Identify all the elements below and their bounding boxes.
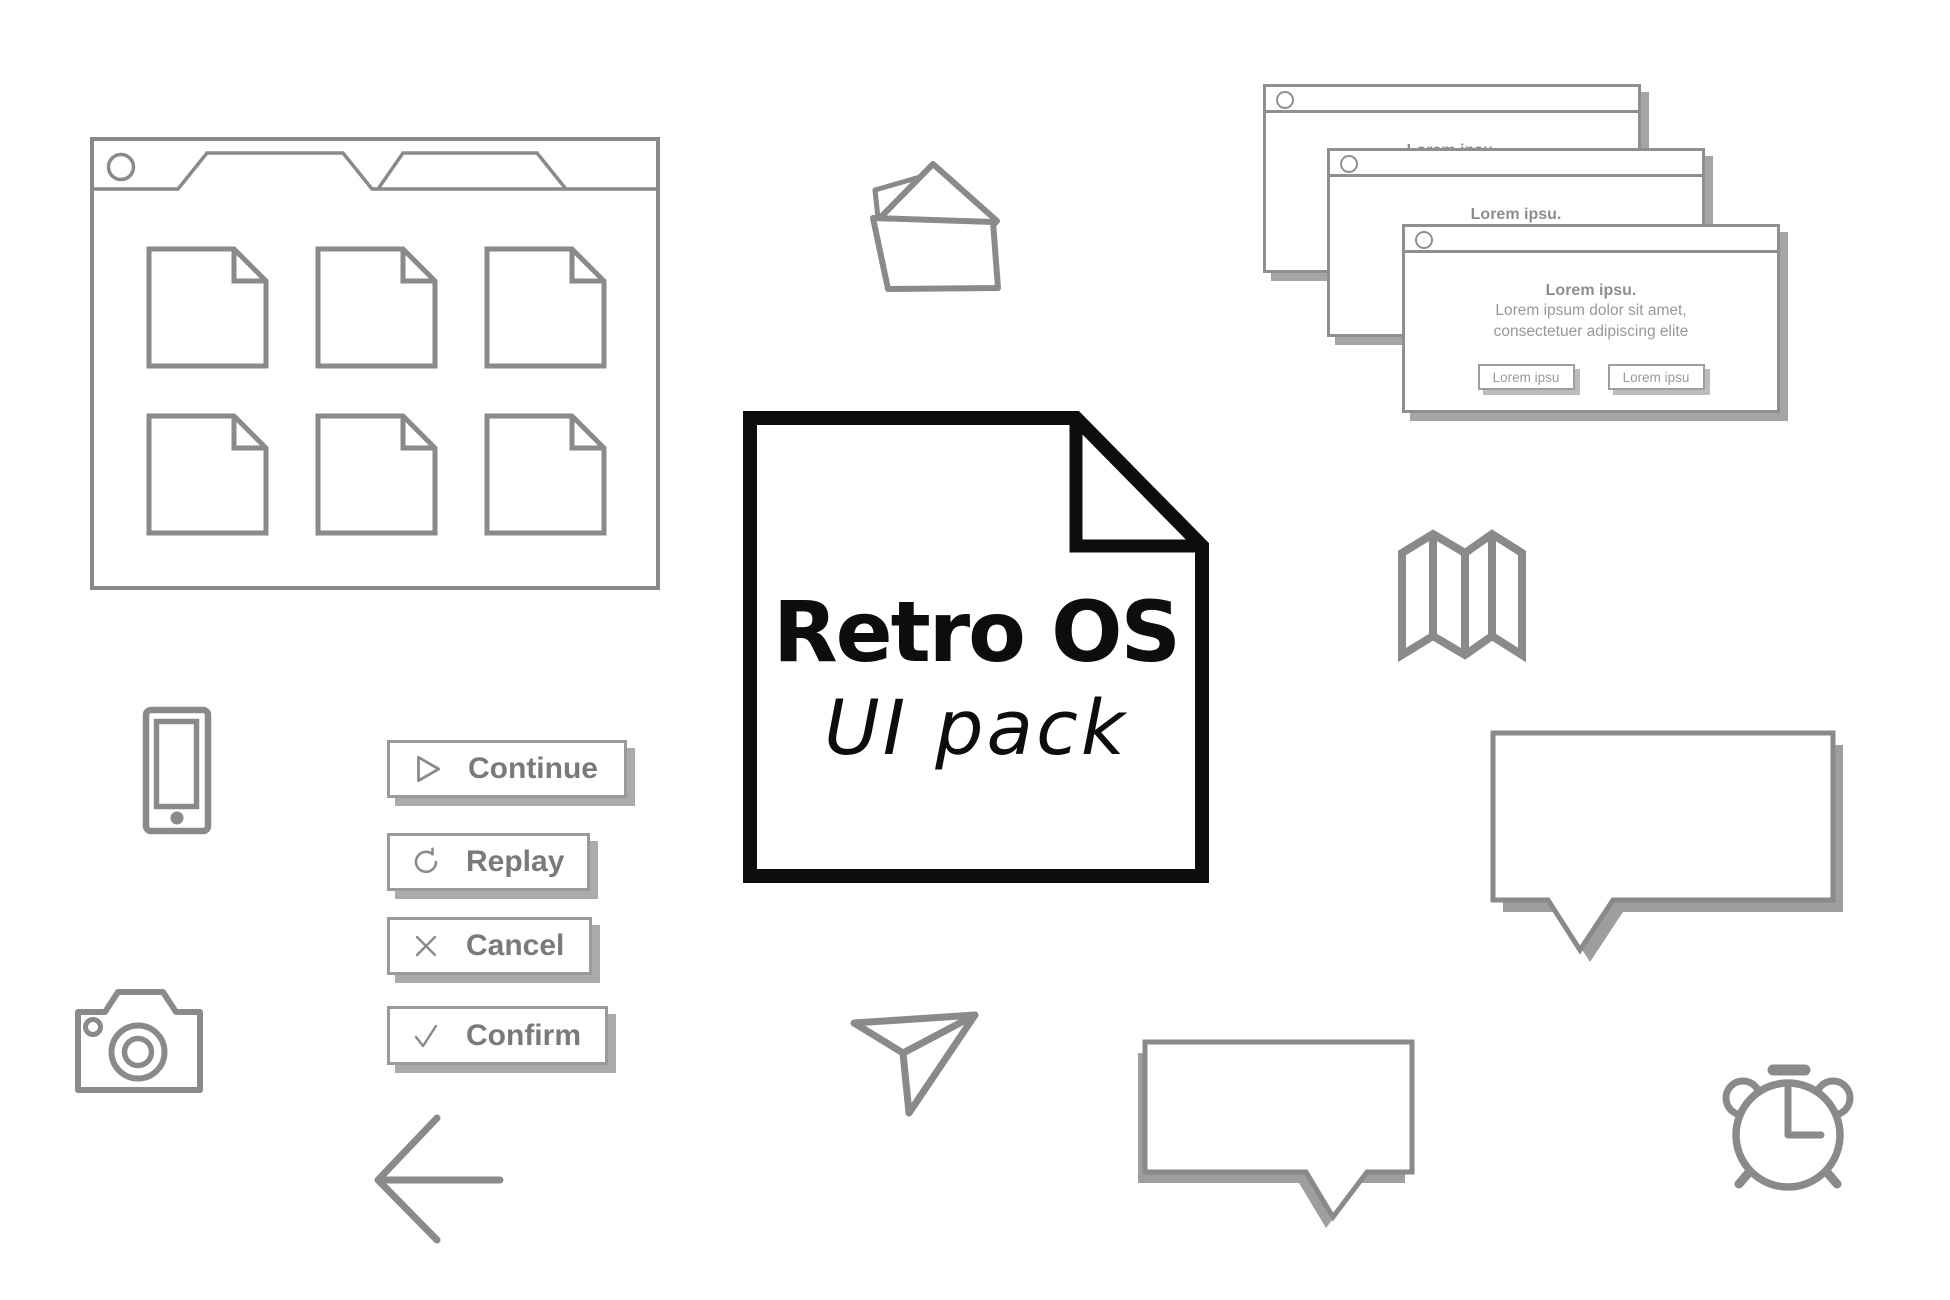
window-titlebar[interactable] (94, 141, 656, 201)
button-label: Replay (466, 845, 565, 878)
speech-bubble-icon (1490, 730, 1843, 962)
document-icon[interactable] (145, 412, 270, 537)
lens-icon (108, 1022, 168, 1082)
file-browser-window (90, 137, 660, 590)
big-document-icon (743, 411, 1209, 883)
paper-plane-icon (850, 1011, 979, 1117)
document-icon[interactable] (483, 412, 608, 537)
document-icon[interactable] (483, 245, 608, 370)
dialog-titlebar[interactable] (1405, 227, 1777, 253)
document-icon[interactable] (314, 412, 439, 537)
dialog-titlebar[interactable] (1330, 151, 1702, 177)
dialog-button[interactable]: Lorem ipsu (1607, 364, 1705, 390)
cancel-icon (415, 935, 437, 957)
window-control-icon[interactable] (1340, 155, 1358, 173)
confirm-button[interactable]: Confirm (387, 1006, 608, 1065)
continue-button[interactable]: Continue (387, 740, 627, 798)
dialog-button[interactable]: Lorem ipsu (1477, 364, 1575, 390)
back-arrow-icon (374, 1114, 504, 1244)
alarm-clock-icon (1722, 1064, 1854, 1191)
folder-open-icon (870, 161, 1001, 292)
viewfinder-icon (83, 1017, 103, 1037)
dialog-titlebar[interactable] (1266, 87, 1638, 113)
document-icon[interactable] (314, 245, 439, 370)
replay-button[interactable]: Replay (387, 833, 590, 891)
cancel-button[interactable]: Cancel (387, 917, 592, 975)
button-label: Cancel (466, 929, 565, 962)
document-icon[interactable] (145, 245, 270, 370)
replay-icon (414, 847, 438, 874)
clock-hands (1784, 1084, 1825, 1139)
home-button-icon (170, 811, 184, 825)
button-label: Continue (468, 752, 598, 785)
dialog-window-front: Lorem ipsu. Lorem ipsum dolor sit amet, … (1402, 224, 1780, 413)
speech-bubble-icon (1138, 1039, 1415, 1228)
window-control-icon[interactable] (1276, 91, 1294, 109)
button-label: Confirm (466, 1018, 581, 1052)
play-icon (417, 755, 441, 783)
camera-icon (75, 989, 203, 1093)
dialog-body: Lorem ipsum dolor sit amet, consectetuer… (1493, 302, 1689, 340)
pack-subtitle: UI pack (824, 683, 1128, 772)
window-control-icon[interactable] (106, 152, 136, 182)
dialog-heading: Lorem ipsu. (1470, 206, 1562, 223)
dialog-heading: Lorem ipsu. (1545, 282, 1637, 299)
title-card: Retro OS UI pack (742, 410, 1210, 884)
map-icon (1398, 529, 1526, 663)
phone-icon (142, 706, 212, 835)
pack-title: Retro OS (772, 583, 1181, 681)
window-control-icon[interactable] (1415, 231, 1433, 249)
confirm-icon (414, 1024, 438, 1047)
